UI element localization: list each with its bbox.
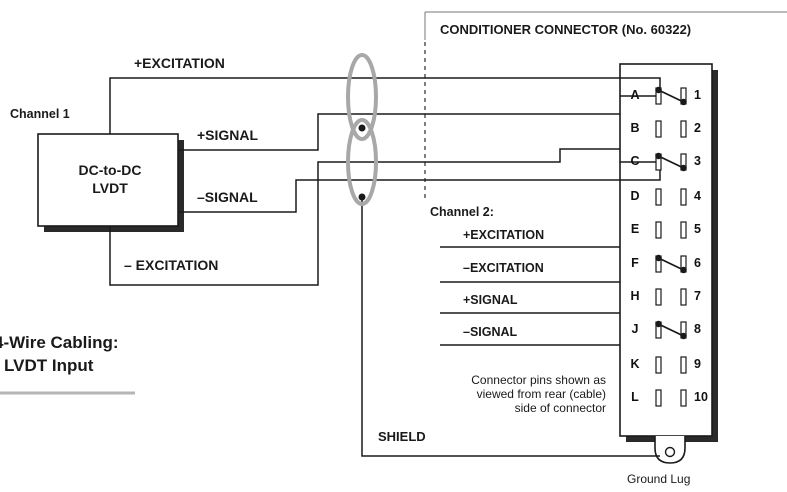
pin-letter-D: D [630,189,640,203]
jumper-F-dot-1 [655,254,662,262]
cable-loop-upper [346,53,378,141]
wire-signal-pos [178,113,620,151]
pin-letter-K: K [630,357,640,371]
ch1-signal-neg-label: –SIGNAL [197,189,258,205]
wire-excitation-pos [109,77,661,134]
jumper-J-dot-2 [680,332,687,340]
pin-10-socket [680,389,687,407]
connector-body [619,63,713,437]
jumper-C-dot-1 [655,152,662,160]
pin-number-9: 9 [694,357,701,371]
pin-L-socket [655,389,662,407]
ch2-signal-neg-label: –SIGNAL [463,325,518,339]
connector-title: CONDITIONER CONNECTOR (No. 60322) [440,22,692,37]
lvdt-box-line2: LVDT [92,180,128,196]
pin-number-7: 7 [694,289,701,303]
pin-number-5: 5 [694,222,701,236]
pin-7-socket [680,288,687,306]
pin-letter-F: F [631,256,639,270]
pin-number-2: 2 [694,121,701,135]
caption-title-line1: 4-Wire Cabling: [0,333,119,352]
jumper-C-dot-2 [680,164,687,172]
lvdt-box-line1: DC-to-DC [78,162,142,178]
jumper-J-8 [658,323,684,337]
pin-9-socket [680,356,687,374]
wire-excitation-neg [109,148,620,286]
ground-lug-label: Ground Lug [627,472,691,486]
pin-letter-C: C [630,154,640,168]
jumper-J-dot-1 [655,320,662,328]
ch1-excitation-neg-label: – EXCITATION [124,257,219,273]
pin-view-note-line3: side of connector [514,401,606,415]
pin-view-note-line1: Connector pins shown as [471,373,606,387]
pin-number-6: 6 [694,256,701,270]
jumper-F-6 [658,257,684,271]
pin-H-socket [655,288,662,306]
pin-number-3: 3 [694,154,701,168]
ground-lug-hole [664,446,676,458]
jumper-A-1 [658,89,684,103]
pin-number-8: 8 [694,322,701,336]
pin-4-socket [680,188,687,206]
pin-number-4: 4 [694,189,701,203]
pin-D-socket [655,188,662,206]
pin-number-10: 10 [694,390,708,404]
pin-number-1: 1 [694,88,701,102]
jumper-C-3 [658,155,684,169]
pin-letter-H: H [630,289,640,303]
wire-signal-neg [178,161,661,213]
ch2-excitation-neg-label: –EXCITATION [463,261,544,275]
pin-letter-E: E [630,222,640,236]
pin-E-socket [655,221,662,239]
pin-letter-B: B [630,121,640,135]
ch1-excitation-pos-label: +EXCITATION [134,55,225,71]
shield-junction-upper [358,124,366,132]
pin-5-socket [680,221,687,239]
ch2-excitation-pos-label: +EXCITATION [463,228,545,242]
jumper-A-dot-1 [655,86,662,94]
channel1-label: Channel 1 [10,107,70,121]
pin-letter-J: J [631,322,639,336]
jumper-A-dot-2 [680,98,687,106]
pin-view-note-line2: viewed from rear (cable) [476,387,606,401]
jumper-F-dot-2 [680,266,687,274]
pin-K-socket [655,356,662,374]
ch1-signal-pos-label: +SIGNAL [197,127,259,143]
channel2-label: Channel 2: [430,205,494,219]
shield-label: SHIELD [378,429,426,444]
ch2-signal-pos-label: +SIGNAL [463,293,518,307]
pin-B-socket [655,120,662,138]
lvdt-box [37,133,179,227]
cable-loop-lower [346,118,378,206]
pin-2-socket [680,120,687,138]
pin-layer [655,86,687,407]
pin-letter-A: A [630,88,640,102]
shield-junction-lower [358,193,366,201]
wire-shield [361,198,660,457]
caption-title-line2: LVDT Input [4,356,94,375]
pin-letter-L: L [631,390,639,404]
